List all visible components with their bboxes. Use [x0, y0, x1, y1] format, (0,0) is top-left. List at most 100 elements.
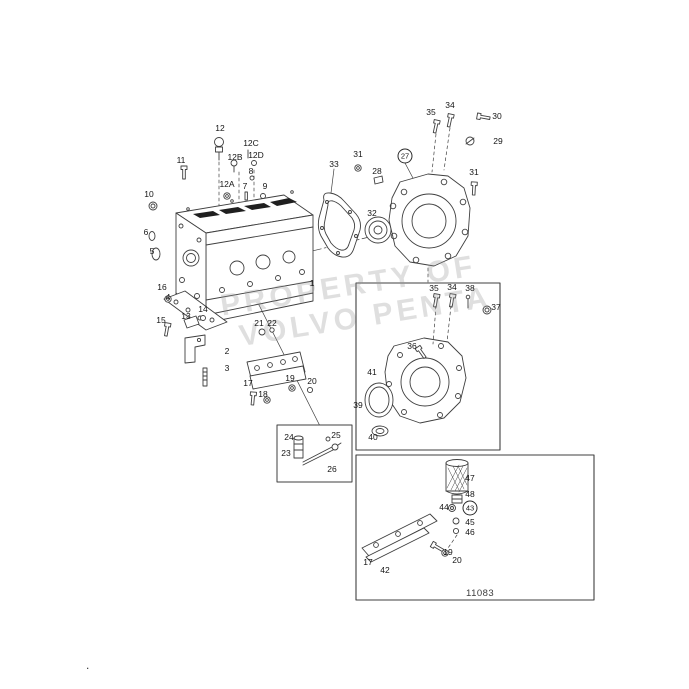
- part-callout-24: 24: [284, 431, 294, 442]
- bracket-13: [183, 315, 200, 329]
- part-callout-18: 18: [258, 388, 268, 399]
- washer-9-icon: [260, 193, 266, 199]
- cylinder-bores: [193, 198, 297, 218]
- pickup-tube: [302, 442, 342, 466]
- crankshaft-seal: [354, 164, 392, 244]
- part-callout-8: 8: [248, 165, 254, 176]
- drawing-number: 11083: [466, 588, 495, 599]
- part-callout-45: 45: [465, 516, 475, 527]
- inset-oil-filter-box: [355, 454, 595, 601]
- inset-flywheel-box: [355, 282, 501, 451]
- part-callout-46: 46: [465, 526, 475, 537]
- oil-filter: [445, 459, 469, 495]
- lock-washer-29-icon: [465, 136, 475, 146]
- part-callout-30: 30: [492, 110, 502, 121]
- part-callout-47: 47: [465, 472, 475, 483]
- bracket-2: [184, 334, 206, 364]
- part-callout-17: 17: [243, 377, 253, 388]
- part-callout-41: 41: [367, 366, 377, 377]
- screw-38-icon: [465, 294, 471, 309]
- part-callout-15: 15: [156, 314, 166, 325]
- block-fasteners: [162, 295, 275, 337]
- part-callout-1: 1: [309, 277, 315, 288]
- part-callout-39: 39: [353, 399, 363, 410]
- freeze-plug-5-icon: [151, 247, 161, 261]
- washer-14-icon: [200, 315, 206, 321]
- part-callout-43: 43: [462, 500, 478, 516]
- part-callout-29: 29: [493, 135, 503, 146]
- inset-oil-pickup-box: [276, 424, 353, 483]
- core-plugs: [219, 250, 305, 293]
- part-callout-12D: 12D: [248, 149, 264, 160]
- part-callout-25: 25: [331, 429, 341, 440]
- part-callout-37: 37: [491, 301, 501, 312]
- bracket-28-icon: [373, 175, 384, 185]
- side-cover-plate: [246, 351, 314, 406]
- filter-bracket: [361, 513, 438, 563]
- part-callout-35: 35: [426, 106, 436, 117]
- part-callout-4: 4: [165, 291, 171, 302]
- sender-12-icon: [214, 137, 224, 147]
- washer-22-icon: [269, 327, 275, 333]
- part-callout-12A: 12A: [219, 178, 235, 189]
- part-callout-6: 6: [143, 226, 149, 237]
- seal-40: [371, 425, 389, 437]
- plug-21-icon: [258, 328, 266, 336]
- footer-mark: .: [86, 658, 90, 672]
- part-callout-32: 32: [367, 207, 377, 218]
- part-callout-38: 38: [465, 282, 475, 293]
- plug-10-icon: [148, 201, 158, 211]
- gasket-ring-41: [364, 382, 394, 418]
- stud-3: [202, 367, 208, 387]
- part-callout-31: 31: [353, 148, 363, 159]
- part-callout-12: 12: [215, 122, 225, 133]
- part-callout-7: 7: [242, 180, 248, 191]
- filter-nipple-48: [451, 494, 463, 504]
- nut-46-icon: [452, 527, 460, 535]
- part-callout-35: 35: [429, 282, 439, 293]
- sensor-group: [148, 137, 266, 261]
- flywheel-housing: [388, 112, 491, 267]
- plug-12D-icon: [251, 160, 257, 166]
- part-callout-34: 34: [445, 99, 455, 110]
- part-callout-26: 26: [327, 463, 337, 474]
- part-callout-27: 27: [397, 148, 413, 164]
- part-callout-42: 42: [380, 564, 390, 575]
- part-callout-23: 23: [281, 447, 291, 458]
- timing-cover-gasket: [317, 192, 361, 258]
- nut-20-icon: [306, 386, 314, 394]
- part-callout-36: 36: [407, 340, 417, 351]
- part-callout-34: 34: [447, 281, 457, 292]
- part-callout-28: 28: [372, 165, 382, 176]
- part-callout-10: 10: [144, 188, 154, 199]
- part-callout-5: 5: [149, 245, 155, 256]
- plug-8-icon: [249, 175, 255, 181]
- part-callout-12B: 12B: [227, 151, 243, 162]
- part-callout-20: 20: [307, 375, 317, 386]
- freeze-plug-6-icon: [148, 231, 156, 241]
- part-callout-33: 33: [329, 158, 339, 169]
- stud-7-icon: [244, 191, 248, 201]
- part-callout-13: 13: [181, 310, 191, 321]
- engine-block: [175, 190, 314, 324]
- part-callout-31: 31: [469, 166, 479, 177]
- part-callout-48: 48: [465, 488, 475, 499]
- part-callout-19: 19: [443, 546, 453, 557]
- part-callout-21: 21: [254, 317, 264, 328]
- part-callout-20: 20: [452, 554, 462, 565]
- part-callout-14: 14: [198, 303, 208, 314]
- part-callout-17: 17: [363, 556, 373, 567]
- breather-cylinder: [293, 435, 304, 459]
- part-callout-2: 2: [224, 345, 230, 356]
- part-callout-9: 9: [262, 180, 268, 191]
- washer-45-icon: [452, 517, 460, 525]
- part-callout-3: 3: [224, 362, 230, 373]
- part-callout-19: 19: [285, 372, 295, 383]
- fitting-44: [448, 504, 456, 512]
- pin-25-icon: [325, 436, 331, 442]
- part-callout-12C: 12C: [243, 137, 259, 148]
- part-callout-22: 22: [267, 317, 277, 328]
